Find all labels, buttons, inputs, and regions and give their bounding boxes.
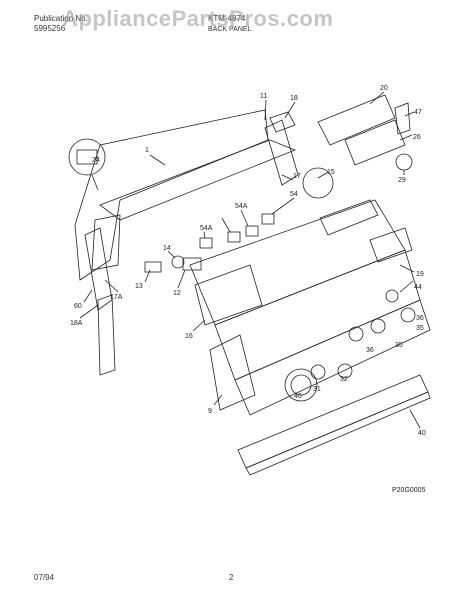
clock-window — [369, 227, 413, 263]
inset-24 — [68, 138, 106, 176]
part-label-15: 15 — [327, 169, 335, 176]
part-label-17: 17 — [293, 173, 301, 180]
end-cap-left-lower — [97, 294, 116, 376]
part-label-40: 40 — [418, 430, 426, 437]
bracket-47 — [394, 102, 411, 135]
part-label-26: 26 — [413, 134, 421, 141]
knob-35 — [348, 326, 364, 342]
part-label-20: 20 — [380, 85, 388, 92]
part-label-17a: 17A — [110, 294, 123, 301]
relay-12 — [182, 257, 202, 271]
section-title: BACK PANEL — [208, 26, 252, 33]
footer-date: 07/94 — [34, 573, 55, 582]
part-label-29: 29 — [398, 177, 406, 184]
lower-panel — [234, 299, 431, 416]
part-label-46: 46 — [294, 393, 302, 400]
part-label-19: 19 — [416, 271, 424, 278]
infinite-switch-13 — [144, 261, 162, 273]
part-label-11: 11 — [260, 93, 267, 100]
switch-54a-left — [199, 237, 213, 249]
knob-36b — [370, 318, 386, 334]
part-label-9: 9 — [208, 408, 212, 415]
part-label-13: 13 — [135, 283, 143, 290]
knob-36a — [400, 307, 416, 323]
part-label-32: 32 — [340, 376, 348, 383]
subpanel — [194, 264, 263, 326]
publication-label: Publication No. — [34, 14, 88, 23]
panel-9 — [209, 334, 256, 411]
part-label-47: 47 — [414, 109, 422, 116]
watermark: AppliancePartsPros.com — [62, 6, 334, 31]
switch-54 — [261, 213, 275, 225]
display-window — [319, 199, 379, 236]
back-panel-top-rail — [99, 139, 297, 221]
model-number: KTM-4874 — [208, 14, 246, 23]
publication-number: 5995256 — [34, 24, 66, 33]
end-cap-right — [264, 119, 299, 186]
trim-40 — [237, 374, 429, 469]
part-label-18: 18 — [290, 95, 298, 102]
knob-29 — [395, 153, 413, 171]
part-label-36-right: 36 — [416, 315, 424, 322]
knob-44 — [385, 289, 399, 303]
part-label-35-mid: 35 — [395, 342, 403, 349]
back-panel — [74, 109, 269, 281]
drawing-id: P20G0005 — [392, 487, 426, 494]
end-cap-right-upper — [269, 111, 296, 133]
part-label-31: 31 — [313, 386, 321, 393]
part-label-44: 44 — [414, 284, 422, 291]
switch-54a-right — [245, 225, 259, 237]
clock-overlay — [344, 119, 406, 166]
part-label-24: 24 — [92, 157, 100, 164]
inset-15 — [302, 167, 334, 199]
part-label-18a: 18A — [70, 320, 83, 327]
part-label-54: 54 — [290, 191, 298, 198]
switch-54a-mid — [227, 231, 241, 243]
part-label-12: 12 — [173, 290, 181, 297]
part-label-54a-top: 54A — [235, 203, 248, 210]
footer-page: 2 — [229, 573, 234, 582]
part-label-1: 1 — [145, 147, 149, 154]
inset-46 — [284, 368, 318, 402]
part-label-54a-left: 54A — [200, 225, 213, 232]
knob-31 — [310, 364, 326, 380]
part-label-35-right: 35 — [416, 325, 424, 332]
part-label-36-mid: 36 — [366, 347, 374, 354]
part-label-14: 14 — [163, 245, 171, 252]
clock-board — [317, 94, 396, 146]
part-label-60: 60 — [74, 303, 82, 310]
knob-32 — [337, 363, 353, 379]
component-14 — [171, 255, 185, 269]
part-label-16: 16 — [185, 333, 193, 340]
